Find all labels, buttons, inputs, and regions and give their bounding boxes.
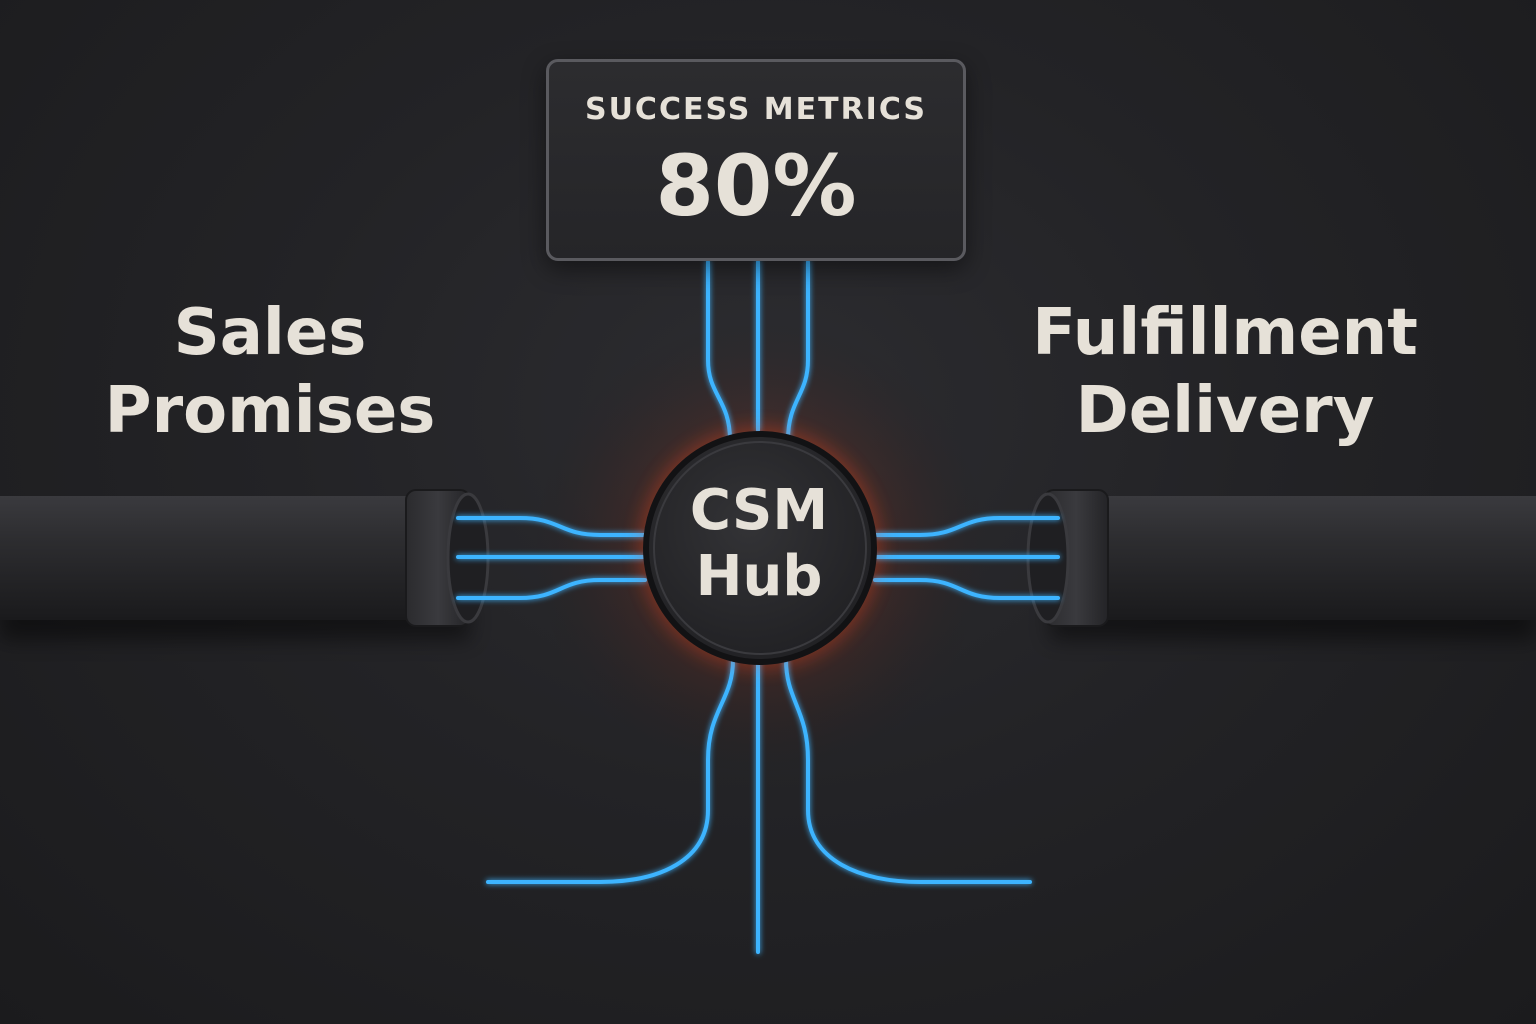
line-right-top (873, 516, 1060, 537)
success-metrics-box: SUCCESS METRICS 80% (546, 59, 966, 261)
success-metrics-label: SUCCESS METRICS (584, 92, 928, 127)
line-left-bottom (456, 578, 647, 600)
pipe-right-icon (1026, 489, 1536, 627)
pipe-left-icon (0, 489, 490, 627)
fulfillment-delivery-label: Fulfillment Delivery (1005, 294, 1445, 450)
success-metrics-value: 80% (655, 137, 857, 235)
line-top-left (706, 260, 732, 442)
sales-promises-line2: Promises (104, 374, 436, 448)
line-bottom-right (784, 658, 1032, 884)
line-bottom-left (486, 658, 735, 884)
hub-circle-icon (642, 430, 878, 666)
csm-hub-line1: CSM (689, 478, 829, 543)
csm-hub-line2: Hub (695, 544, 823, 609)
connection-lines-icon (456, 260, 1060, 954)
csm-hub-label: CSM Hub (643, 478, 875, 610)
line-right-bottom (873, 578, 1060, 600)
fulfillment-delivery-line2: Delivery (1075, 374, 1375, 448)
fulfillment-delivery-line1: Fulfillment (1032, 296, 1418, 370)
line-left-top (456, 516, 647, 537)
line-top-right (786, 260, 810, 442)
sales-promises-label: Sales Promises (60, 294, 480, 450)
sales-promises-line1: Sales (173, 296, 367, 370)
